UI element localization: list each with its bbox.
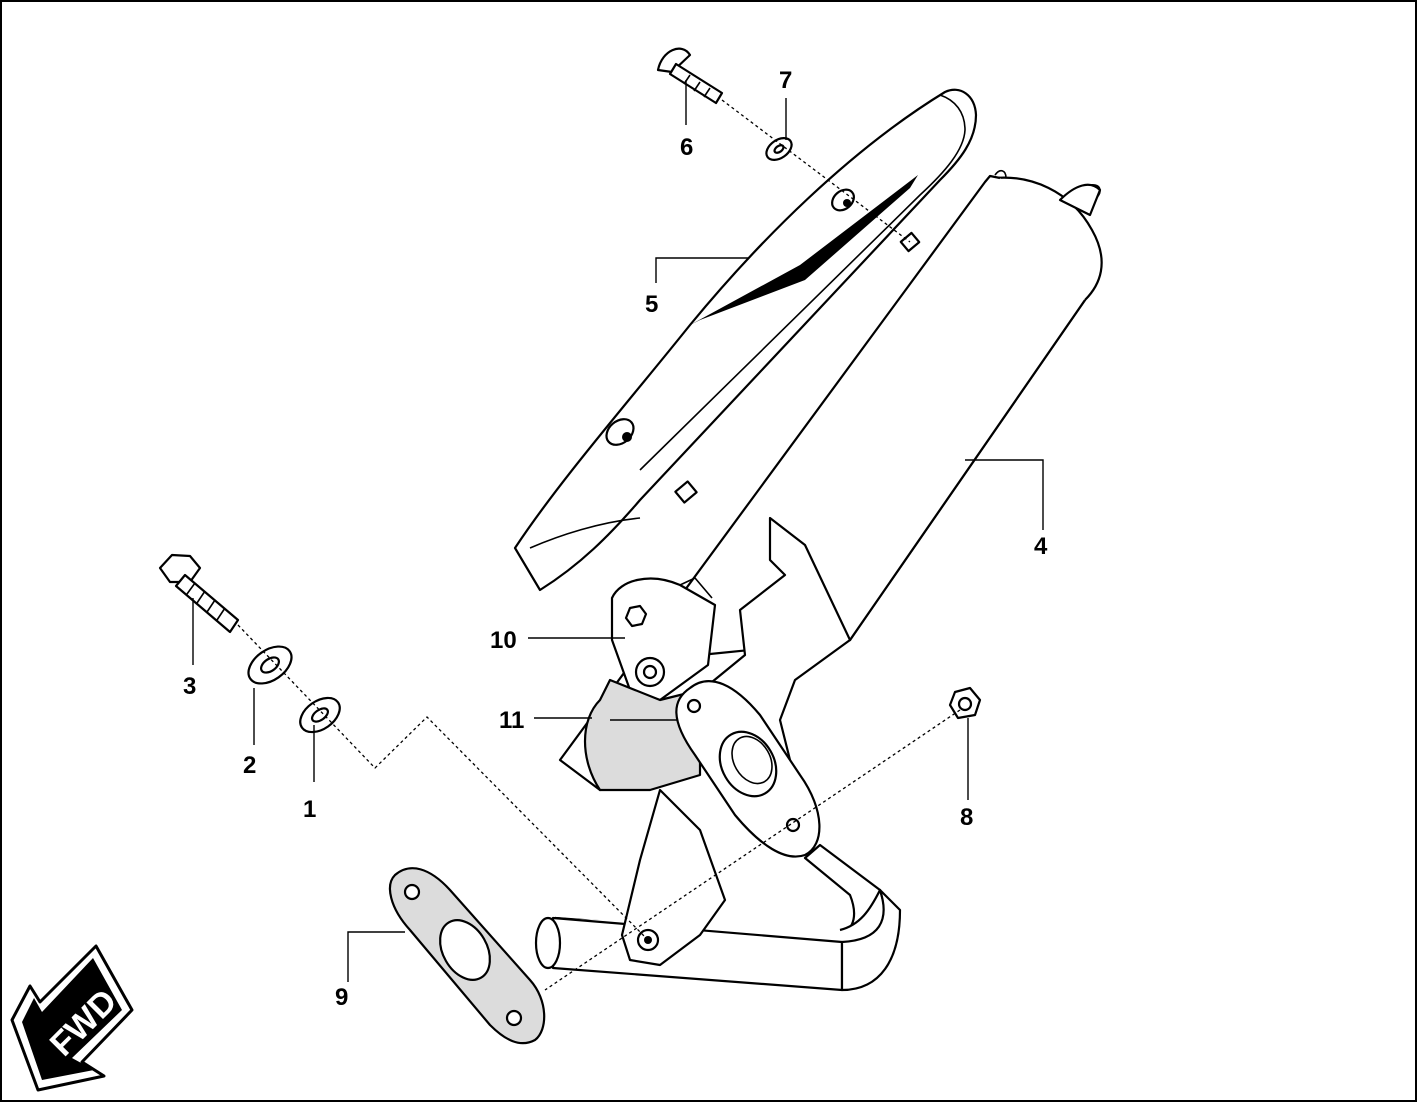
flat-washer: [299, 696, 341, 734]
callout-6: 6: [680, 134, 693, 161]
heat-shield: [513, 88, 978, 592]
lock-washer: [247, 645, 293, 685]
callout-11: 11: [499, 707, 524, 734]
callout-3: 3: [183, 673, 196, 700]
muffler-flange: [675, 680, 821, 858]
leader-lines: [192, 80, 1044, 982]
screw-washer: [765, 136, 793, 162]
fwd-direction-arrow: FWD: [10, 944, 134, 1092]
callout-1: 1: [303, 796, 316, 823]
callout-2: 2: [243, 752, 256, 779]
assembly-lines: [237, 99, 961, 991]
callout-4: 4: [1034, 533, 1048, 560]
hex-bolt: [158, 553, 240, 634]
gasket: [388, 867, 546, 1045]
callout-7: 7: [779, 67, 792, 94]
callout-5: 5: [645, 291, 658, 318]
countersunk-screw: [656, 47, 724, 105]
callout-10: 10: [490, 627, 517, 654]
flange-nut: [948, 686, 982, 720]
callout-9: 9: [335, 984, 348, 1011]
callout-8: 8: [960, 804, 973, 831]
